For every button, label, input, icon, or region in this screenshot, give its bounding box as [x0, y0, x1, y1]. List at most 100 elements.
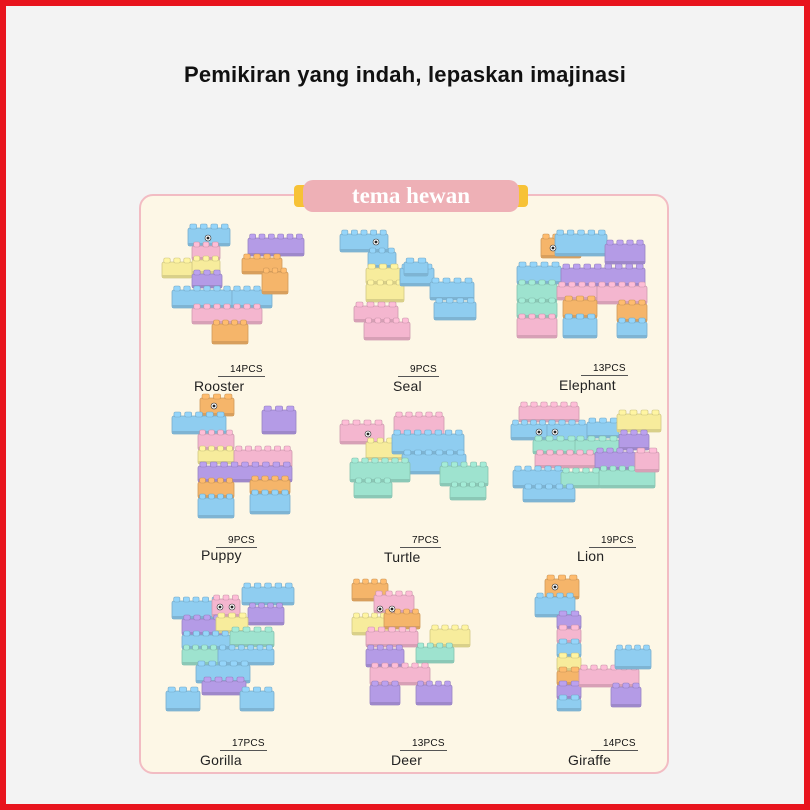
piece-count: 17PCS — [220, 738, 267, 751]
turtle-block-toy — [339, 411, 489, 501]
animal-card-rooster: 14PCS Rooster — [152, 218, 326, 394]
toy-brick — [261, 405, 297, 435]
toy-brick — [534, 449, 596, 469]
toy-eye — [535, 428, 543, 436]
lion-block-toy — [510, 401, 662, 503]
toy-eye — [204, 234, 212, 242]
toy-brick — [161, 257, 193, 279]
toy-brick — [433, 297, 477, 321]
piece-count: 14PCS — [591, 738, 638, 751]
toy-brick — [165, 686, 201, 712]
toy-brick — [618, 429, 650, 451]
piece-count: 9PCS — [398, 364, 439, 377]
toy-brick — [247, 233, 305, 257]
toy-brick — [197, 493, 235, 519]
piece-count: 13PCS — [400, 738, 447, 751]
toy-brick — [339, 229, 389, 253]
toy-brick — [369, 680, 401, 706]
gorilla-block-toy — [165, 582, 295, 712]
animal-card-gorilla: 17PCS Gorilla — [152, 573, 326, 768]
seal-block-toy — [339, 229, 477, 341]
animal-name: Puppy — [201, 547, 242, 563]
toy-eye — [216, 603, 224, 611]
theme-banner: tema hewan — [294, 180, 528, 212]
toy-brick — [616, 409, 662, 433]
toy-brick — [556, 694, 582, 712]
piece-count: 13PCS — [581, 363, 628, 376]
toy-brick — [247, 602, 285, 626]
toy-brick — [191, 269, 223, 289]
toy-brick — [415, 680, 453, 706]
animal-name: Gorilla — [200, 752, 242, 768]
animal-card-giraffe: 14PCS Giraffe — [505, 573, 679, 768]
toy-brick — [614, 644, 652, 670]
toy-brick — [229, 626, 275, 648]
toy-brick — [586, 417, 620, 439]
toy-brick — [239, 686, 275, 712]
toy-brick — [249, 475, 291, 495]
toy-brick — [339, 419, 385, 445]
animal-card-puppy: 9PCS Puppy — [152, 390, 326, 565]
animal-name: Rooster — [194, 378, 245, 394]
animal-name: Lion — [577, 548, 605, 564]
piece-count: 7PCS — [400, 535, 441, 548]
toy-eye — [228, 603, 236, 611]
toy-brick — [534, 592, 576, 618]
toy-brick — [616, 317, 648, 339]
toy-eye — [388, 605, 396, 613]
toy-brick — [211, 594, 241, 618]
elephant-block-toy — [516, 229, 648, 339]
toy-brick — [610, 682, 642, 708]
animal-card-turtle: 7PCS Turtle — [330, 390, 504, 565]
toy-eye — [372, 238, 380, 246]
toy-brick — [365, 279, 405, 303]
toy-eye — [376, 605, 384, 613]
toy-brick — [363, 317, 411, 341]
toy-brick — [197, 429, 235, 451]
animal-name: Deer — [391, 752, 423, 768]
toy-brick — [365, 626, 419, 648]
toy-brick — [211, 319, 249, 345]
toy-brick — [512, 465, 564, 489]
rooster-block-toy — [161, 223, 305, 345]
giraffe-block-toy — [534, 574, 652, 712]
animal-name: Elephant — [559, 377, 616, 393]
animal-card-elephant: 13PCS Elephant — [505, 218, 679, 393]
theme-label: tema hewan — [303, 180, 519, 212]
toy-brick — [241, 582, 295, 606]
toy-brick — [415, 642, 455, 664]
animal-name: Seal — [393, 378, 422, 394]
toy-eye — [210, 402, 218, 410]
animal-card-lion: 19PCS Lion — [505, 390, 679, 565]
toy-brick — [516, 313, 558, 339]
toy-brick — [429, 277, 475, 301]
toy-eye — [549, 244, 557, 252]
toy-brick — [634, 447, 660, 473]
piece-count: 14PCS — [218, 364, 265, 377]
toy-eye — [551, 428, 559, 436]
deer-block-toy — [351, 578, 471, 706]
piece-count: 19PCS — [589, 535, 636, 548]
toy-brick — [249, 489, 291, 515]
toy-brick — [403, 257, 429, 277]
toy-brick — [449, 481, 487, 501]
animal-card-deer: 13PCS Deer — [330, 573, 504, 768]
toy-brick — [604, 239, 646, 265]
toy-brick — [171, 411, 227, 435]
animal-name: Turtle — [384, 549, 421, 565]
toy-eye — [551, 583, 559, 591]
puppy-block-toy — [171, 393, 297, 519]
toy-brick — [353, 477, 393, 499]
toy-brick — [201, 676, 247, 696]
toy-brick — [261, 267, 289, 295]
animal-name: Giraffe — [568, 752, 612, 768]
piece-count: 9PCS — [216, 535, 257, 548]
toy-brick — [562, 313, 598, 339]
toy-brick — [518, 401, 580, 423]
toy-brick — [171, 285, 233, 309]
animal-card-seal: 9PCS Seal — [330, 218, 504, 394]
toy-brick — [516, 297, 558, 319]
headline: Pemikiran yang indah, lepaskan imajinasi — [183, 62, 627, 87]
toy-eye — [364, 430, 372, 438]
toy-brick — [369, 662, 431, 686]
